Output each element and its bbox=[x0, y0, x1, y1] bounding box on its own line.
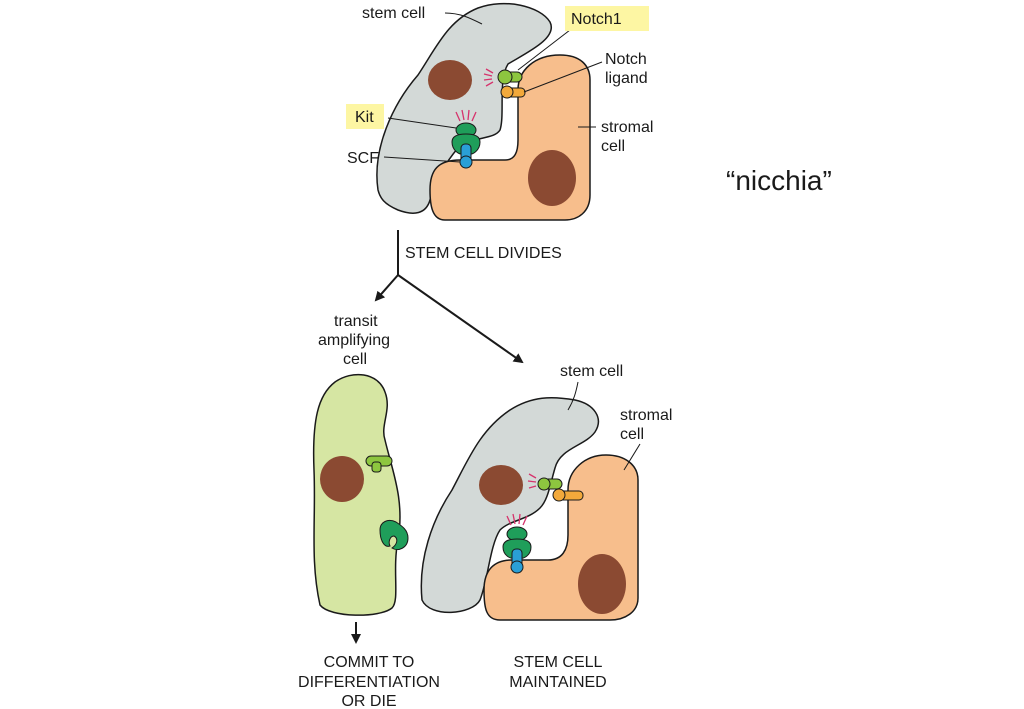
bottom-scf bbox=[510, 548, 524, 574]
label-notch1: Notch1 bbox=[571, 11, 622, 28]
outcome-right-1: STEM CELL bbox=[514, 654, 603, 671]
highlight-notch1 bbox=[565, 6, 649, 31]
label-kit: Kit bbox=[355, 109, 374, 126]
label-stem-cell-divides: STEM CELL DIVIDES bbox=[405, 245, 562, 262]
label-transit-1: transit bbox=[334, 313, 378, 330]
label-bottom-stem-cell: stem cell bbox=[560, 363, 623, 380]
label-stem-cell: stem cell bbox=[362, 5, 425, 22]
niche-label: “nicchia” bbox=[726, 165, 832, 196]
leader-bottom-stem-cell bbox=[567, 381, 579, 411]
transit-amplifying-panel bbox=[312, 373, 409, 616]
label-transit-2: amplifying bbox=[318, 332, 390, 349]
bottom-notch-signal bbox=[527, 473, 537, 489]
label-notch-ligand-1: Notch bbox=[605, 51, 647, 68]
label-notch-ligand-2: ligand bbox=[605, 70, 648, 87]
label-bottom-stromal-2: cell bbox=[620, 426, 644, 443]
outcome-right-2: MAINTAINED bbox=[509, 674, 606, 691]
outcome-left-3: OR DIE bbox=[341, 693, 396, 709]
outcome-left-2: DIFFERENTIATION bbox=[298, 674, 440, 691]
transit-kit-receptor bbox=[379, 519, 409, 551]
top-notch-ligand bbox=[500, 85, 526, 99]
division-arrows bbox=[374, 230, 524, 364]
bottom-stem-nucleus bbox=[479, 465, 523, 505]
leader-kit bbox=[387, 117, 457, 129]
bottom-stromal-nucleus bbox=[578, 554, 626, 614]
top-stromal-nucleus bbox=[528, 150, 576, 206]
top-stem-cell bbox=[376, 2, 553, 214]
bottom-kit-signal bbox=[506, 513, 528, 526]
leader-bottom-stromal bbox=[623, 443, 641, 471]
leader-notch-ligand bbox=[523, 61, 603, 93]
maintained-niche-panel: stem cell stromal cell bbox=[420, 363, 672, 621]
top-scf bbox=[459, 143, 473, 169]
leader-stem-cell bbox=[444, 12, 483, 25]
top-niche-panel: stem cell Notch1 Notch ligand Kit stroma… bbox=[346, 2, 653, 221]
bottom-notch-ligand bbox=[552, 488, 584, 502]
label-scf: SCF bbox=[347, 150, 379, 167]
transit-nucleus bbox=[320, 456, 364, 502]
arrow-to-stem bbox=[397, 274, 524, 364]
top-kit-signal bbox=[455, 109, 477, 122]
bottom-notch-receptor bbox=[537, 477, 563, 491]
top-notch-signal bbox=[483, 68, 494, 87]
top-notch-receptor bbox=[497, 69, 523, 85]
leader-scf bbox=[383, 156, 461, 163]
label-stromal-1: stromal bbox=[601, 119, 653, 136]
label-stromal-2: cell bbox=[601, 138, 625, 155]
label-bottom-stromal-1: stromal bbox=[620, 407, 672, 424]
label-transit-3: cell bbox=[343, 351, 367, 368]
bottom-stem-cell bbox=[420, 396, 600, 614]
leader-notch1 bbox=[517, 29, 571, 71]
top-kit-receptor bbox=[451, 122, 481, 155]
outcome-left-1: COMMIT TO bbox=[324, 654, 415, 671]
highlight-kit bbox=[346, 104, 384, 129]
transit-notch-receptor bbox=[365, 455, 393, 473]
top-stem-nucleus bbox=[428, 60, 472, 100]
arrow-to-transit bbox=[374, 274, 399, 302]
